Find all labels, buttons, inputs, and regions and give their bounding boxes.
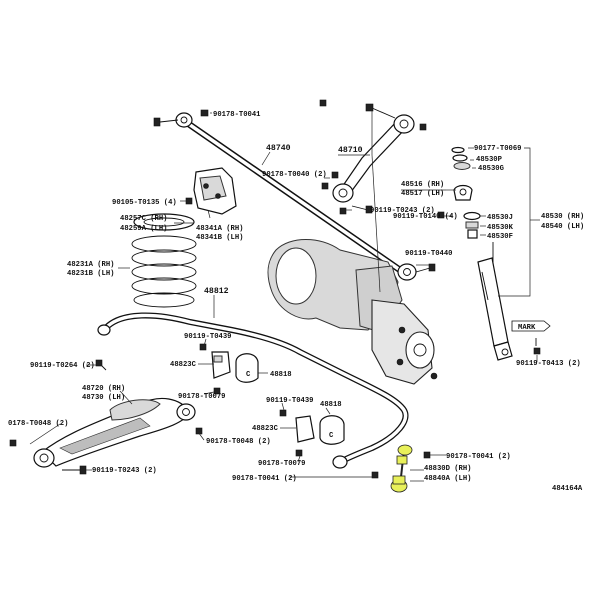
label-48530f: 48530F [487,233,513,241]
label-90178-t0048-mid: 90178-T0048 (2) [206,438,271,446]
label-48830d: 48830D (RH) [424,465,471,473]
nut-top[interactable] [200,109,209,117]
label-48530g: 48530G [478,165,504,173]
label-90178-t0079-b: 90178-T0079 [258,460,305,468]
label-90178-t0040: 90178-T0040 (2) [262,171,327,179]
label-90119-t0140: 90119-T0140 (4) [393,213,458,221]
label-48530k: 48530K [487,224,514,232]
axle-housing [267,239,403,333]
label-0178-t0048-left: 0178-T0048 (2) [8,420,68,428]
leader-lines [29,108,540,482]
label-90119-t0439-a: 90119-T0439 [184,333,231,341]
bolt-arm-bottom[interactable] [321,182,373,214]
label-48818-b: 48818 [320,401,342,409]
part-labels: 90178-T0041 48740 48710 90178-T0040 (2) … [8,111,584,493]
bushing-mark-c-upper: C [246,371,251,379]
label-48231b: 48231B (LH) [67,270,114,278]
label-48341b: 48341B (LH) [196,234,243,242]
label-90178-t0041-mid: 90178-T0041 (2) [446,453,511,461]
label-48818-a: 48818 [270,371,292,379]
lower-arm-48720[interactable] [33,397,196,468]
label-90178-t0041-bot: 90178-T0041 (2) [232,475,297,483]
coil-spring-48231[interactable] [131,213,197,308]
knuckle-hub [371,299,438,385]
mark-label: MARK [518,324,536,332]
label-48517: 48517 (LH) [401,190,444,198]
label-48710: 48710 [338,146,363,155]
label-90119-t0243-bot: 90119-T0243 (2) [92,467,157,475]
bolt-top-left[interactable] [153,117,179,127]
label-48231a: 48231A (RH) [67,261,114,269]
label-48257c: 48257C (RH) [120,215,167,223]
label-90119-t0243-top: 90119-T0243 (2) [370,207,435,215]
bar-bushing-upper[interactable]: C [199,343,259,395]
label-90119-t0413: 90119-T0413 (2) [516,360,581,368]
link-nuts[interactable] [371,451,431,479]
label-90119-t0439-b: 90119-T0439 [266,397,313,405]
stabilizer-bar-48812[interactable] [97,312,409,469]
bolt-arm-top[interactable] [365,103,427,131]
label-48720: 48720 (RH) [82,385,125,393]
label-48259a: 48259A (LH) [120,225,167,233]
bar-bushing-lower[interactable]: C [279,409,345,457]
shock-mount-parts[interactable] [437,146,481,239]
misc-fasteners[interactable] [185,99,541,355]
label-48730: 48730 (LH) [82,394,125,402]
label-90119-t0440: 90119-T0440 [405,250,452,258]
label-48823c-a: 48823C [170,361,197,369]
label-90177-t0069: 90177-T0069 [474,145,521,153]
lower-arm-bolts[interactable] [9,359,203,475]
label-48823c-b: 48823C [252,425,279,433]
label-48530p: 48530P [476,156,503,164]
label-48530j: 48530J [487,214,513,222]
diagram-id: 484164A [552,485,583,493]
label-90178-t0041-top: 90178-T0041 [213,111,261,119]
label-90105-t0135: 90105-T0135 (4) [112,199,177,207]
label-48540-lh: 48540 (LH) [541,223,584,231]
bushing-mark-c-lower: C [329,432,334,440]
label-48812: 48812 [204,287,229,296]
label-48840a: 48840A (LH) [424,475,471,483]
mark-tag: MARK [511,320,551,332]
stabilizer-link-48830[interactable] [390,444,413,493]
label-48341a: 48341A (RH) [196,225,243,233]
bushing-48516[interactable] [397,263,436,281]
shock-absorber-48530[interactable] [477,242,513,361]
label-48530-rh: 48530 (RH) [541,213,584,221]
label-90178-t0079-a: 90178-T0079 [178,393,225,401]
spring-seat-bracket-48341[interactable] [193,167,237,215]
label-48740: 48740 [266,144,291,153]
label-90119-t0264: 90119-T0264 (2) [30,362,95,370]
lateral-rod-48740[interactable] [175,112,402,273]
label-48516: 48516 (RH) [401,181,444,189]
